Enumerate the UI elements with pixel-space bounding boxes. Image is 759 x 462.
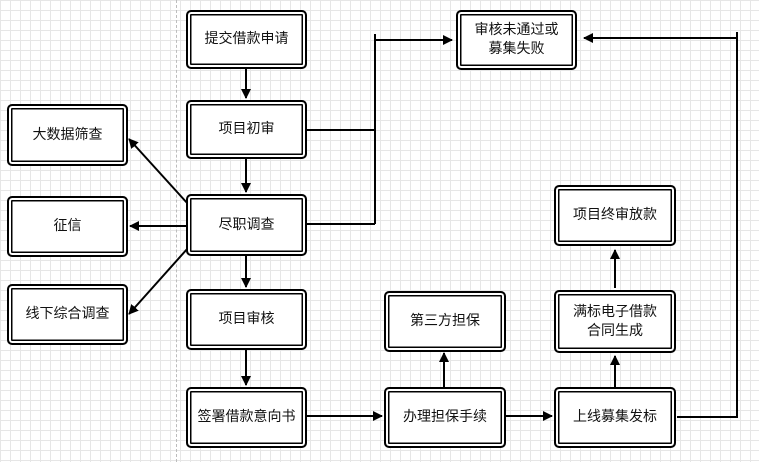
node-big-data-screening: 大数据筛查 bbox=[7, 104, 128, 166]
node-label: 线下综合调查 bbox=[25, 306, 110, 322]
node-label: 办理担保手续 bbox=[403, 409, 487, 425]
dashed-guide-line bbox=[176, 0, 177, 462]
node-label: 尽职调查 bbox=[218, 216, 275, 233]
node-online-publish: 上线募集发标 bbox=[554, 387, 676, 448]
node-credit-check: 征信 bbox=[7, 196, 128, 257]
node-label: 项目终审放款 bbox=[573, 207, 657, 223]
node-label: 征信 bbox=[53, 218, 82, 234]
node-label: 第三方担保 bbox=[410, 313, 480, 329]
node-label: 上线募集发标 bbox=[573, 409, 657, 425]
node-label: 项目初审 bbox=[218, 121, 275, 137]
node-label: 签署借款意向书 bbox=[197, 409, 296, 425]
node-label: 提交借款申请 bbox=[204, 31, 289, 47]
node-label: 项目审核 bbox=[218, 311, 275, 327]
node-project-audit: 项目审核 bbox=[186, 289, 307, 350]
node-final-release: 项目终审放款 bbox=[554, 185, 676, 246]
node-label: 大数据筛查 bbox=[32, 126, 103, 143]
node-label: 满标电子借款 合同生成 bbox=[573, 303, 657, 339]
node-label: 审核未通过或 募集失败 bbox=[474, 22, 559, 57]
node-audit-failed: 审核未通过或 募集失败 bbox=[456, 10, 577, 70]
arrow-publish-to-failed bbox=[583, 33, 738, 418]
node-submit-application: 提交借款申请 bbox=[186, 10, 307, 69]
arrow-diligence-to-offline bbox=[128, 247, 189, 315]
arrow-initial-to-failed bbox=[307, 35, 453, 131]
node-offline-survey: 线下综合调查 bbox=[7, 284, 128, 345]
node-due-diligence: 尽职调查 bbox=[186, 194, 307, 256]
node-initial-review: 项目初审 bbox=[186, 100, 307, 159]
arrow-diligence-to-bigdata bbox=[128, 138, 189, 205]
node-sign-intent-letter: 签署借款意向书 bbox=[186, 387, 307, 448]
node-contract-generation: 满标电子借款 合同生成 bbox=[554, 290, 676, 353]
node-third-party-guarantee: 第三方担保 bbox=[384, 291, 506, 352]
node-guarantee-process: 办理担保手续 bbox=[384, 387, 506, 448]
